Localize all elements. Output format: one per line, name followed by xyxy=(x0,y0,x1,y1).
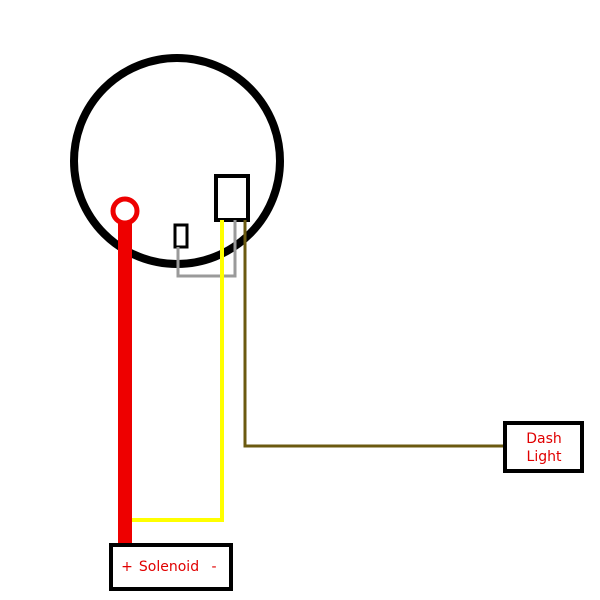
ground-jumper-wire xyxy=(176,220,237,278)
dash-light-box xyxy=(503,421,584,473)
power-terminal-ring xyxy=(110,196,140,226)
dash-light-label-line2: Light xyxy=(527,449,562,465)
solenoid-label: Solenoid xyxy=(139,559,199,575)
terminal-block xyxy=(214,174,250,222)
solenoid-minus-label: - xyxy=(211,559,216,575)
solenoid-plus-label: + xyxy=(121,559,133,575)
yellow-wire xyxy=(123,220,224,546)
small-terminal xyxy=(173,223,189,249)
solenoid-box xyxy=(109,543,233,591)
dash-light-label-line1: Dash xyxy=(526,431,562,447)
dash-light-wire xyxy=(243,220,505,448)
